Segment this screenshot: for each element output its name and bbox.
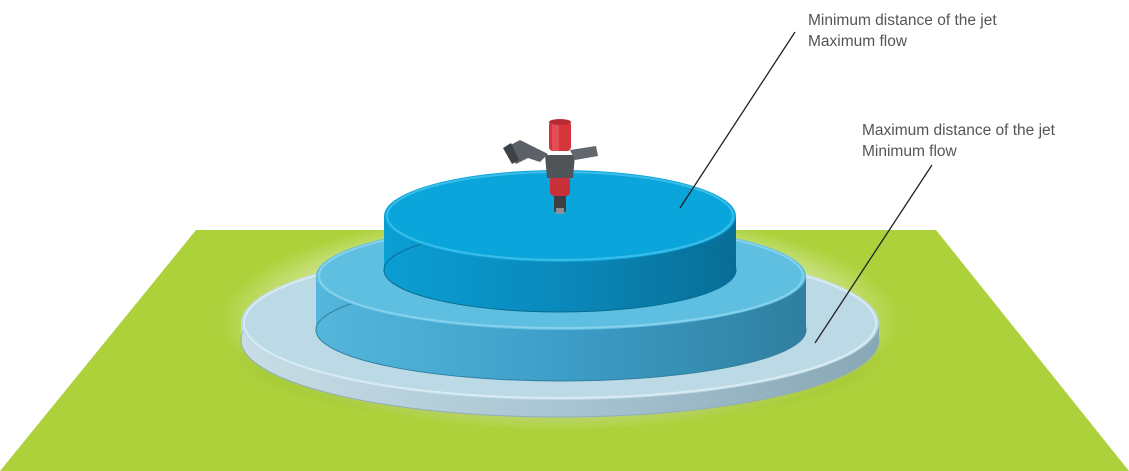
inner-disc-label-line1: Minimum distance of the jet [808,12,997,29]
inner-disc-label: Minimum distance of the jet Maximum flow [808,10,997,52]
inner-disc-label-line2: Maximum flow [808,33,908,50]
outer-disc-label: Maximum distance of the jet Minimum flow [862,120,1055,162]
leader-line-inner [679,31,796,209]
inner-disc [383,170,737,313]
outer-disc-label-line2: Minimum flow [862,143,957,160]
leader-line-outer [814,164,933,344]
impact-sprinkler-icon [503,119,598,214]
outer-disc-label-line1: Maximum distance of the jet [862,122,1055,139]
